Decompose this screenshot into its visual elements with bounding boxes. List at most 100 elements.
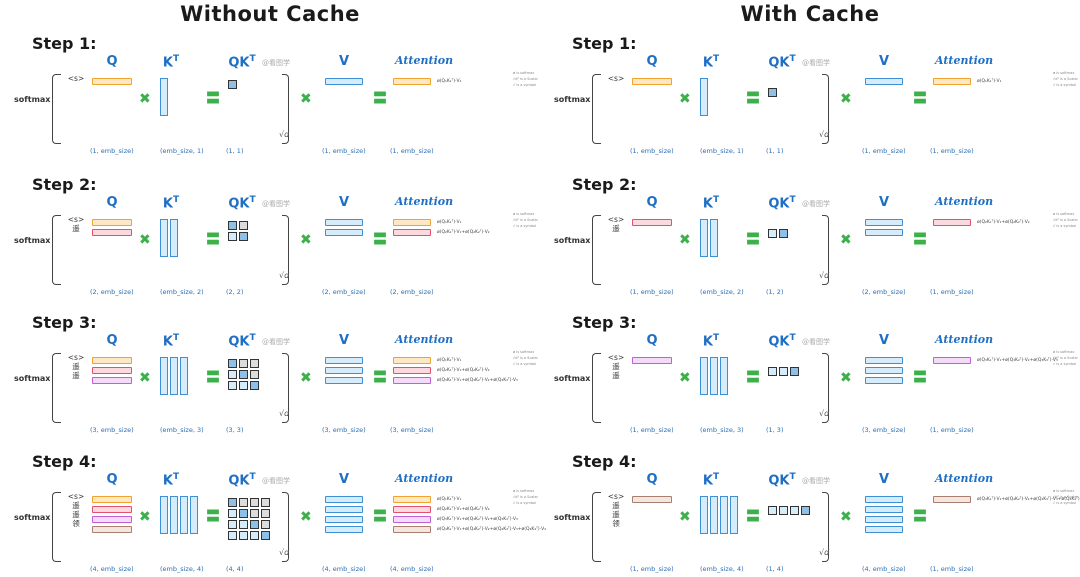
- legend-note: ø is softmax: [1053, 71, 1075, 75]
- shape-label-q: (3, emb_size): [90, 426, 134, 434]
- k-transpose-column: [720, 357, 728, 395]
- attention-formula: ø(Q₃K₁ᵀ)·V₁+ø(Q₃K₂ᵀ)·V₂+ø(Q₃K₃ᵀ)·V₃: [437, 517, 518, 522]
- header-attention: Attention: [935, 472, 994, 485]
- header-k-transpose: KT: [700, 195, 722, 211]
- bracket-right: [822, 215, 829, 285]
- equals-icon: 〓: [206, 232, 220, 248]
- shape-label-att: (4, emb_size): [390, 565, 434, 573]
- bracket-right: [822, 353, 829, 423]
- header-q: Q: [106, 54, 118, 69]
- legend-note: √d² is a Scalar: [1053, 495, 1078, 499]
- equals-icon: 〓: [913, 91, 927, 107]
- attention-row-bar: [393, 357, 431, 364]
- step-label: Step 3:: [572, 313, 637, 332]
- shape-label-v: (3, emb_size): [322, 426, 366, 434]
- attention-row-bar: [933, 496, 971, 503]
- header-k-transpose: KT: [160, 54, 182, 70]
- header-q: Q: [106, 195, 118, 210]
- multiply-icon: ✖: [840, 232, 852, 248]
- shape-label-q: (1, emb_size): [90, 147, 134, 155]
- header-k-letter: K: [702, 55, 713, 71]
- header-qk-transpose: QKT: [764, 195, 800, 211]
- equals-icon: 〓: [373, 370, 387, 386]
- softmax-label: softmax: [14, 374, 51, 383]
- header-v: V: [338, 472, 350, 487]
- legend-note: √ is a symbol: [1053, 501, 1077, 505]
- header-k-letter: K: [162, 55, 173, 71]
- v-row-bar: [865, 496, 903, 503]
- shape-label-k: (emb_size, 2): [700, 288, 744, 296]
- shape-label-v: (4, emb_size): [322, 565, 366, 573]
- k-transpose-column: [160, 78, 168, 116]
- header-k-sup: T: [712, 54, 720, 64]
- header-qk-transpose: QKT: [764, 54, 800, 70]
- bracket-right: [822, 74, 829, 144]
- v-row-bar: [865, 367, 903, 374]
- equals-icon: 〓: [206, 370, 220, 386]
- watermark: @看图学: [262, 200, 290, 208]
- qk-cell: [768, 506, 777, 515]
- sqrt-d-label: √d: [279, 409, 290, 418]
- v-row-bar: [325, 229, 363, 236]
- multiply-icon: ✖: [840, 370, 852, 386]
- step-label: Step 4:: [572, 452, 637, 471]
- qk-cell: [790, 367, 799, 376]
- qk-cell: [239, 232, 248, 241]
- header-attention: Attention: [395, 472, 454, 485]
- equals-icon: 〓: [373, 509, 387, 525]
- attention-formula: ø(Q₁K₁ᵀ)·V₁: [437, 358, 462, 363]
- qk-cell: [250, 509, 259, 518]
- header-qk-letters: QK: [768, 473, 790, 489]
- qk-cell: [239, 370, 248, 379]
- attention-formula: ø(Q₁K₁ᵀ)·V₁: [437, 220, 462, 225]
- header-q: Q: [646, 333, 658, 348]
- k-transpose-column: [170, 219, 178, 257]
- multiply-icon: ✖: [300, 91, 312, 107]
- shape-label-qk: (4, 4): [226, 565, 244, 573]
- bracket-right: [282, 353, 289, 423]
- qk-cell: [239, 531, 248, 540]
- v-row-bar: [325, 78, 363, 85]
- multiply-icon: ✖: [840, 91, 852, 107]
- token: 领: [612, 519, 620, 528]
- qk-cell: [250, 520, 259, 529]
- header-k-letter: K: [162, 196, 173, 212]
- header-qk-sup: T: [249, 333, 256, 343]
- k-transpose-column: [170, 357, 178, 395]
- token-list: <s>遥遥领: [64, 492, 88, 528]
- token: 遥: [72, 501, 80, 510]
- shape-label-q: (1, emb_size): [630, 426, 674, 434]
- k-transpose-column: [710, 219, 718, 257]
- step-label: Step 4:: [32, 452, 97, 471]
- v-row-bar: [325, 377, 363, 384]
- multiply-icon: ✖: [679, 232, 691, 248]
- shape-label-q: (1, emb_size): [630, 288, 674, 296]
- k-transpose-column: [180, 496, 188, 534]
- softmax-label: softmax: [14, 513, 51, 522]
- attention-formula: ø(Q₄K₁ᵀ)·V₁+ø(Q₄K₂ᵀ)·V₂+ø(Q₄K₃ᵀ)·V₃+ø(Q₄…: [437, 527, 546, 532]
- k-transpose-column: [170, 496, 178, 534]
- shape-label-qk: (1, 1): [226, 147, 244, 155]
- watermark: @看图学: [802, 338, 830, 346]
- equals-icon: 〓: [206, 91, 220, 107]
- header-v: V: [878, 54, 890, 69]
- equals-icon: 〓: [373, 232, 387, 248]
- qk-cell: [228, 520, 237, 529]
- qk-cell: [228, 221, 237, 230]
- attention-row-bar: [393, 377, 431, 384]
- qk-cell: [779, 506, 788, 515]
- shape-label-v: (3, emb_size): [862, 426, 906, 434]
- bracket-right: [282, 215, 289, 285]
- multiply-icon: ✖: [300, 370, 312, 386]
- multiply-icon: ✖: [679, 91, 691, 107]
- shape-label-qk: (1, 4): [766, 565, 784, 573]
- legend-note: ø is softmax: [513, 489, 535, 493]
- q-row-bar: [632, 219, 672, 226]
- token: <s>: [67, 74, 85, 83]
- shape-label-q: (2, emb_size): [90, 288, 134, 296]
- header-qk-transpose: QKT: [224, 333, 260, 349]
- q-row-bar: [92, 219, 132, 226]
- token-list: <s>遥遥: [604, 353, 628, 380]
- legend-note: √d² is a Scalar: [513, 218, 538, 222]
